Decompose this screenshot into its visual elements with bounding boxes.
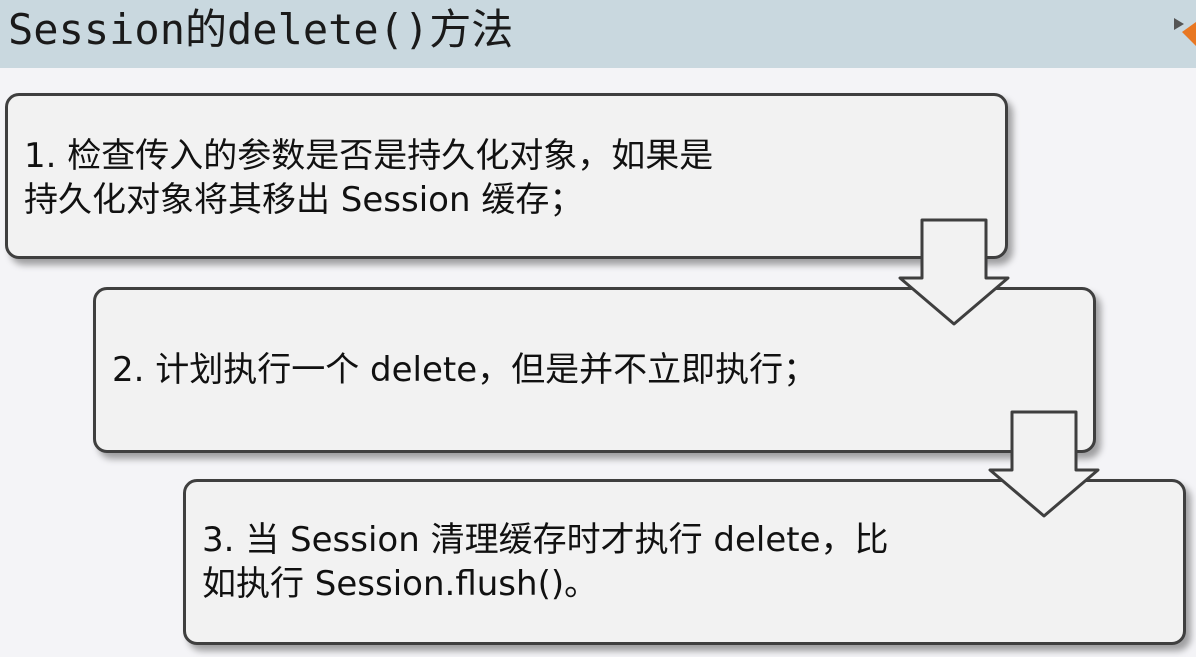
step-text-1: 1. 检查传入的参数是否是持久化对象，如果是 持久化对象将其移出 Session…: [24, 136, 714, 220]
title-bar: Session的delete()方法: [0, 0, 1196, 68]
page-title: Session的delete()方法: [8, 5, 514, 54]
down-arrow-icon: [898, 218, 1010, 326]
step-box-3: 3. 当 Session 清理缓存时才执行 delete，比 如执行 Sessi…: [183, 479, 1186, 645]
step-box-1: 1. 检查传入的参数是否是持久化对象，如果是 持久化对象将其移出 Session…: [5, 93, 1008, 259]
step-text-3: 3. 当 Session 清理缓存时才执行 delete，比 如执行 Sessi…: [202, 520, 889, 604]
down-arrow-icon: [988, 410, 1100, 518]
step-text-2: 2. 计划执行一个 delete，但是并不立即执行；: [112, 350, 818, 390]
step-box-2: 2. 计划执行一个 delete，但是并不立即执行；: [93, 287, 1096, 453]
corner-decoration-icon: [1174, 18, 1196, 46]
